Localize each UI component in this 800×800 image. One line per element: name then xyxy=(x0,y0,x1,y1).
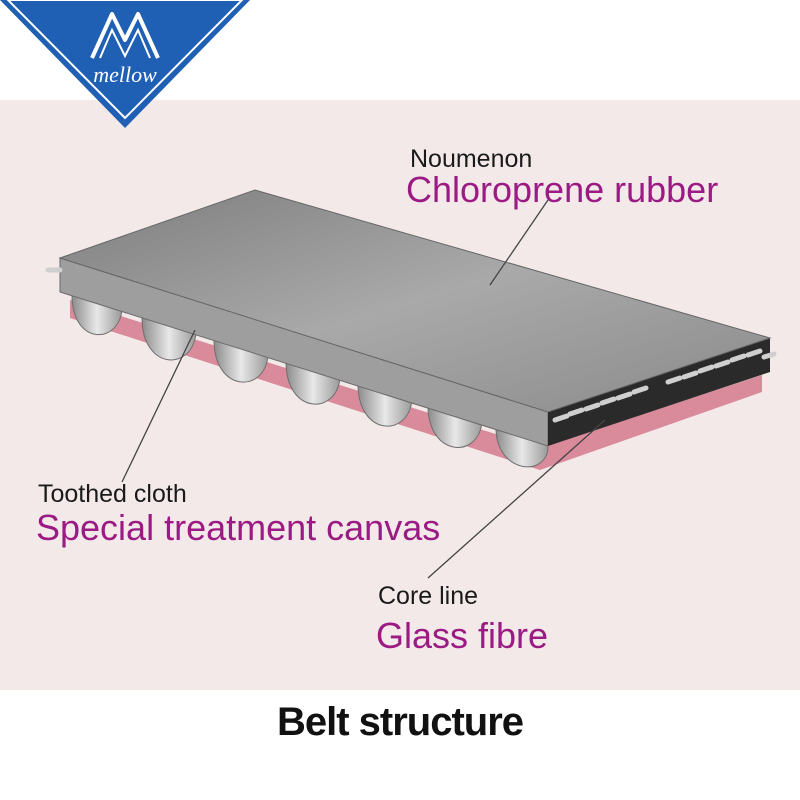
diagram-title: Belt structure xyxy=(276,700,524,744)
noumenon-label: Noumenon xyxy=(410,145,533,173)
mellow-logo: mellow xyxy=(0,0,250,128)
core-line-label: Core line xyxy=(378,582,479,610)
leader-lines xyxy=(121,199,606,579)
logo-text: mellow xyxy=(93,62,157,87)
belt-top-surface xyxy=(58,189,772,413)
belt-teeth xyxy=(71,294,549,468)
glass-fibre-label: Glass fibre xyxy=(376,615,549,656)
chloroprene-rubber-label: Chloroprene rubber xyxy=(406,169,719,210)
special-treatment-canvas-label: Special treatment canvas xyxy=(36,507,441,548)
glass-fibre-cords xyxy=(45,267,777,423)
toothed-cloth-label: Toothed cloth xyxy=(38,480,187,508)
